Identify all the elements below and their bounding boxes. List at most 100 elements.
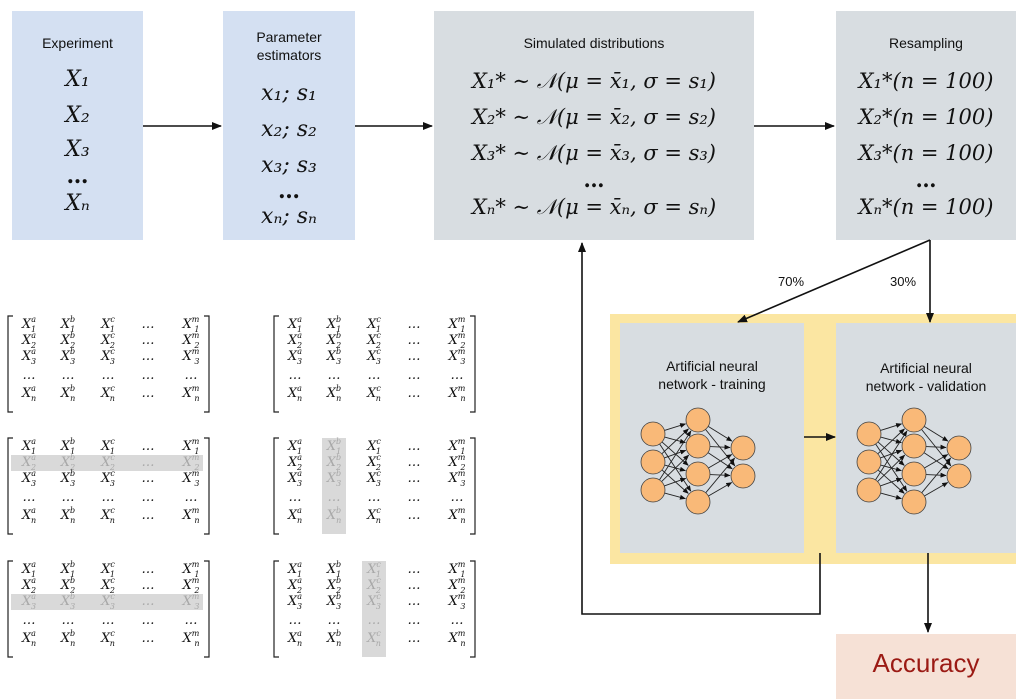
matrix-cell: … [62, 368, 75, 383]
matrix-bracket-right [204, 315, 210, 413]
validation-split-label: 30% [890, 274, 917, 289]
matrix-cell: … [289, 613, 302, 628]
matrix-cell: … [142, 386, 155, 401]
matrix-cell: … [142, 455, 155, 470]
matrix-cell: … [328, 490, 341, 505]
matrix-cell: … [408, 613, 421, 628]
highlight-column [322, 438, 346, 534]
resampling-row-3: X₃*(n = 100) [858, 141, 994, 165]
neuron-node [946, 463, 972, 489]
neuron-node [685, 461, 711, 487]
network-connection [664, 477, 687, 487]
resampling-ellipsis: … [915, 167, 937, 192]
network-connection [661, 428, 689, 455]
network-diagram-validation [856, 407, 972, 515]
neuron-node [901, 461, 927, 487]
network-connection [708, 482, 733, 497]
matrix-cell: … [142, 578, 155, 593]
matrix-cell: … [142, 508, 155, 523]
network-connection [923, 425, 949, 442]
matrix-bracket-right [470, 437, 476, 535]
matrix-cell: … [451, 613, 464, 628]
matrix-bracket-left [273, 315, 279, 413]
neuron-node [730, 463, 756, 489]
matrix-bracket-right [470, 315, 476, 413]
experiment-row-2: X₂ [65, 103, 90, 128]
matrix-cell: … [102, 613, 115, 628]
matrix-cell: … [408, 317, 421, 332]
matrix-cell: … [23, 490, 36, 505]
network-connection [880, 423, 903, 431]
simulated-row-n: Xₙ* ∼ 𝒩(μ = x̄ₙ, σ = sₙ) [471, 195, 717, 219]
neuron-node [901, 489, 927, 515]
network-connection [880, 477, 903, 487]
ann-training-title-line1: Artificial neural [666, 358, 758, 374]
resampling-title: Resampling [889, 35, 963, 51]
neuron-node [856, 421, 882, 447]
experiment-box: Experiment X₁ X₂ X₃ … Xₙ [12, 11, 143, 240]
matrix-cell: … [142, 613, 155, 628]
network-connection [877, 428, 905, 455]
neuron-node [685, 433, 711, 459]
network-connection [877, 454, 906, 482]
matrix-cell: … [142, 631, 155, 646]
matrix-cell: … [408, 594, 421, 609]
resampling-row-n: Xₙ*(n = 100) [858, 195, 994, 219]
estimators-title-line2: estimators [256, 47, 322, 63]
network-connection [664, 492, 686, 500]
neuron-node [901, 433, 927, 459]
network-connection [664, 449, 687, 459]
network-connection [664, 436, 686, 444]
resampling-row-2: X₂*(n = 100) [858, 105, 994, 129]
highlight-row [11, 594, 203, 610]
highlight-column [362, 561, 386, 657]
ann-validation-title-line2: network - validation [865, 378, 987, 394]
network-diagram-training [640, 407, 756, 515]
matrix-cell: … [185, 490, 198, 505]
accuracy-label: Accuracy [872, 648, 980, 678]
matrix-cell: … [185, 368, 198, 383]
experiment-row-1: X₁ [65, 67, 90, 92]
estimators-title-line1: Parameter [256, 29, 322, 45]
